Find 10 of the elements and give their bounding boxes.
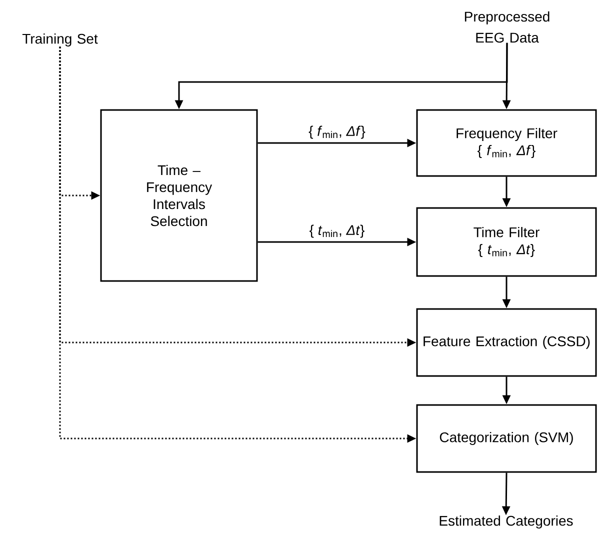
process-box: Time Filter { t$_{min}$, Δt} — [416, 207, 597, 277]
text-label: Preprocessed EEG Data — [464, 11, 550, 43]
process-box: Feature Extraction (CSSD) — [416, 308, 597, 377]
text-label: Training Set — [22, 33, 98, 47]
process-box: Time – Frequency Intervals Selection — [100, 109, 258, 282]
process-box: Frequency Filter { f$_{min}$, Δf} — [416, 109, 597, 177]
text-label: Estimated Categories — [440, 515, 573, 529]
edge-label: { t$_{min}$, Δt} — [308, 224, 366, 239]
process-box: Categorization (SVM) — [416, 404, 597, 473]
edge-label: { f$_{min}$, Δf} — [308, 124, 366, 140]
